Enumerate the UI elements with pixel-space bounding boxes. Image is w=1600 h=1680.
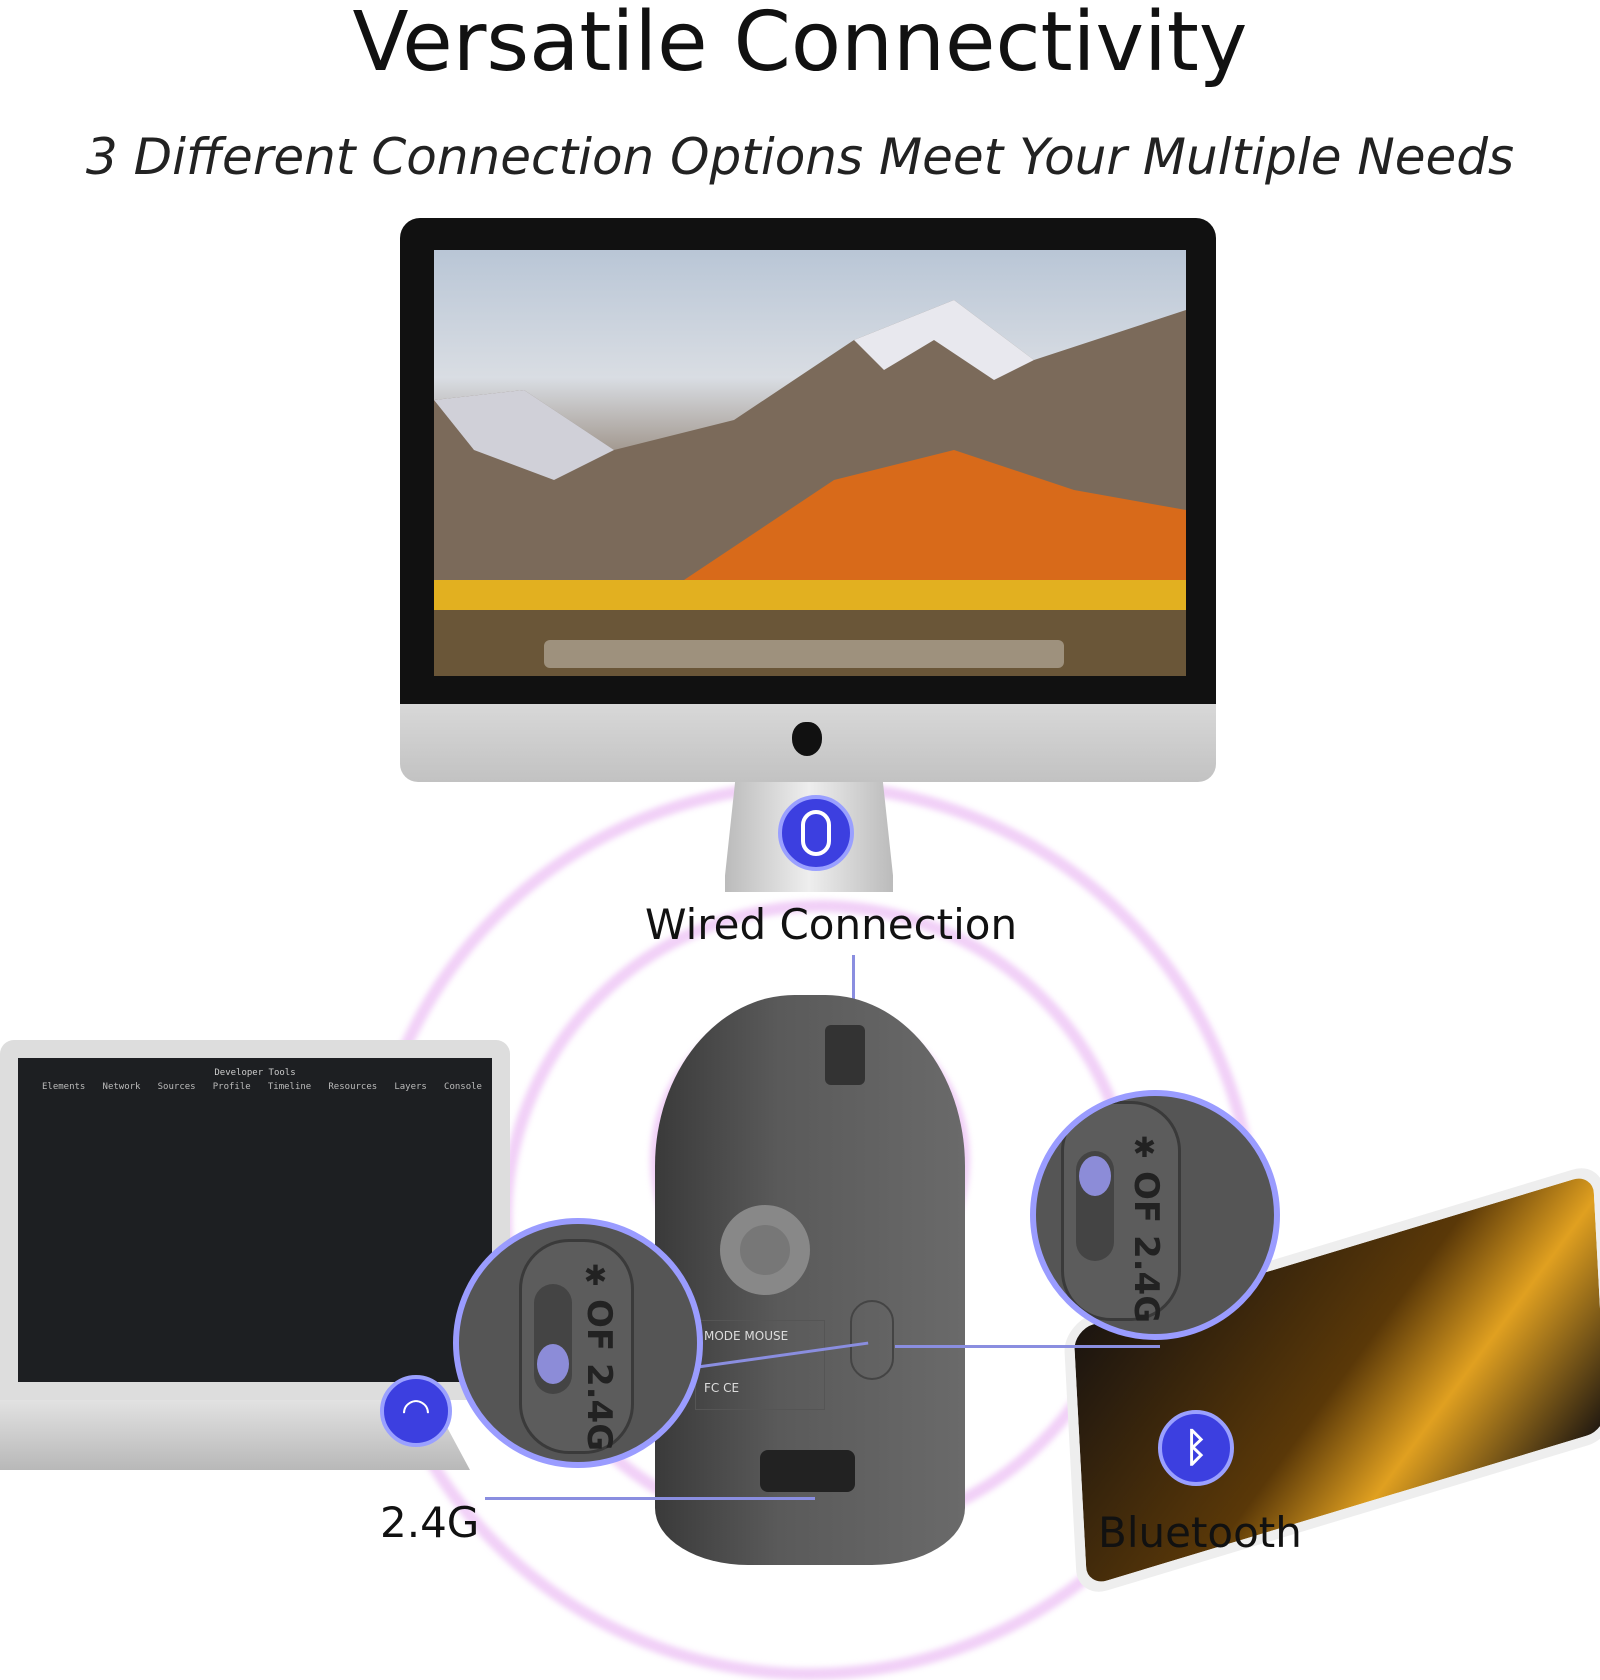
- receiver-pointer-line: [485, 1497, 815, 1500]
- switch-zoom-right: OF 2.4G ✱: [1030, 1090, 1280, 1340]
- dock: [544, 640, 1064, 668]
- wired-connection-label: Wired Connection: [645, 900, 1018, 949]
- apple-logo-icon: [792, 722, 822, 756]
- mini-mode-switch: [850, 1300, 894, 1380]
- bluetooth-symbol: ✱: [1128, 1131, 1161, 1164]
- devtools-tab: Sources: [157, 1082, 196, 1092]
- switch-label: OF 2.4G: [579, 1299, 619, 1452]
- imac-screen-wallpaper: [434, 250, 1186, 676]
- page-title: Versatile Connectivity: [352, 0, 1248, 90]
- devtools-tab: Network: [102, 1082, 141, 1092]
- 2-4g-label: 2.4G: [380, 1498, 480, 1547]
- bluetooth-symbol: ✱: [579, 1259, 612, 1292]
- certification-marks: FC CE: [704, 1381, 740, 1395]
- page-subtitle: 3 Different Connection Options Meet Your…: [85, 128, 1515, 186]
- right-zoom-pointer: [895, 1345, 1160, 1348]
- mode-mouse-text: MODE MOUSE: [704, 1329, 789, 1343]
- devtools-tab: Resources: [328, 1082, 378, 1092]
- label-panel: MODE MOUSE FC CE: [695, 1320, 825, 1410]
- switch-zoom-left: OF 2.4G ✱: [453, 1218, 703, 1468]
- devtools-tab: Elements: [42, 1082, 86, 1092]
- devtools-tab: Console: [444, 1082, 482, 1092]
- receiver-slot: [760, 1450, 855, 1492]
- laptop-lid: Developer Tools Elements Network Sources…: [0, 1040, 510, 1400]
- devtools-tab: Timeline: [267, 1082, 312, 1092]
- mountain-illustration: [434, 300, 1186, 676]
- devtools-tab: Layers: [394, 1082, 427, 1092]
- devtools-title: Developer Tools: [214, 1068, 296, 1078]
- vertical-mouse-bottom: MODE MOUSE FC CE: [655, 995, 965, 1565]
- mouse-icon: [778, 795, 854, 871]
- devtools-tabs: Elements Network Sources Profile Timelin…: [42, 1082, 482, 1092]
- wifi-icon: ◠: [380, 1375, 452, 1447]
- laptop-screen: Developer Tools Elements Network Sources…: [18, 1058, 492, 1382]
- bluetooth-icon: ᛒ: [1158, 1410, 1234, 1486]
- switch-label: OF 2.4G: [1126, 1171, 1166, 1324]
- devtools-tab: Profile: [212, 1082, 251, 1092]
- bluetooth-label: Bluetooth: [1098, 1508, 1302, 1557]
- usb-c-port: [825, 1025, 865, 1085]
- optical-sensor: [720, 1205, 810, 1295]
- imac-chin: [400, 704, 1216, 782]
